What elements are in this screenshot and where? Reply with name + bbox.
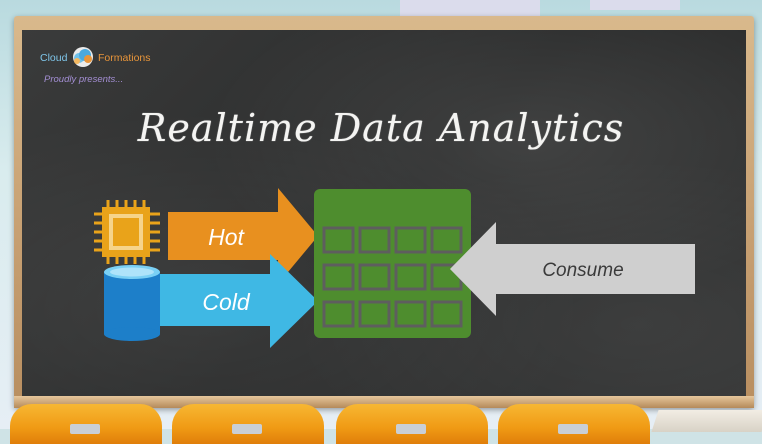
cold-label: Cold [202, 289, 251, 315]
logo-word-cloud: Cloud [40, 52, 68, 64]
cold-arrow [158, 254, 318, 348]
database-cylinder-icon [104, 265, 160, 341]
slide-title: Realtime Data Analytics [137, 106, 625, 150]
cloud-logo-icon [73, 47, 93, 67]
hot-label: Hot [208, 224, 245, 250]
tagline: Proudly presents... [44, 74, 124, 85]
data-table-icon [314, 189, 471, 338]
logo-word-formations: Formations [98, 52, 151, 64]
wall-decoration [590, 0, 680, 10]
consume-label: Consume [542, 260, 623, 281]
wall-decoration [400, 0, 540, 20]
data-flow-diagram: Hot Cold Consume [94, 188, 695, 348]
cpu-chip-icon [94, 200, 160, 264]
consume-arrow [450, 222, 695, 316]
hot-arrow [168, 188, 318, 284]
